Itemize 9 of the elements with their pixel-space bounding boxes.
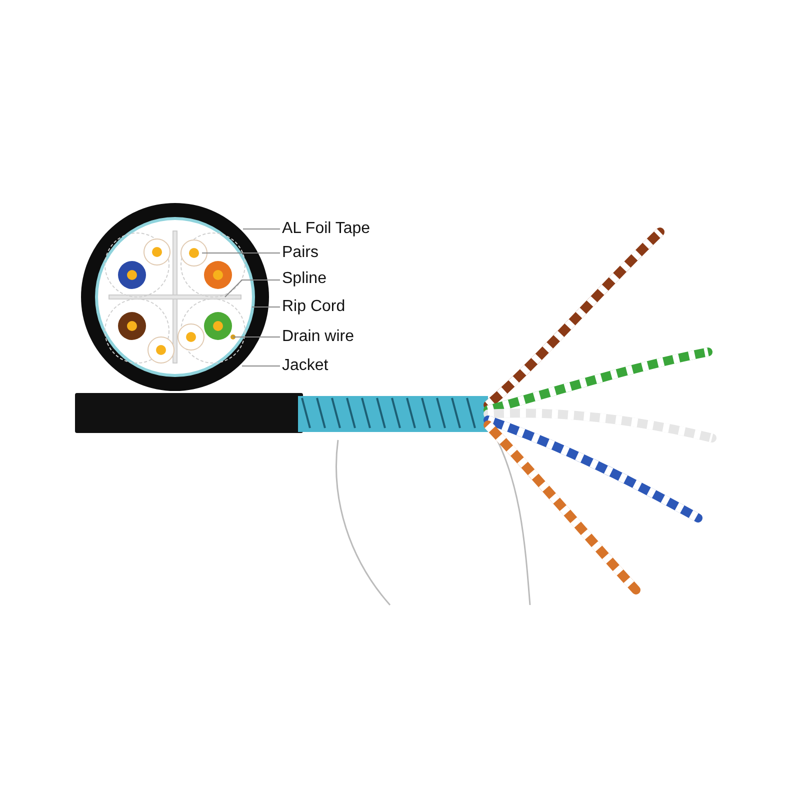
part-label: Rip Cord — [282, 298, 346, 316]
part-label: Jacket — [282, 357, 328, 375]
part-label: AL Foil Tape — [282, 220, 370, 238]
part-label: Pairs — [282, 244, 318, 262]
part-label: Spline — [282, 270, 326, 288]
leader-line — [242, 228, 280, 230]
leader-line — [232, 336, 280, 338]
part-label: Drain wire — [282, 328, 354, 346]
leader-line — [202, 252, 280, 254]
